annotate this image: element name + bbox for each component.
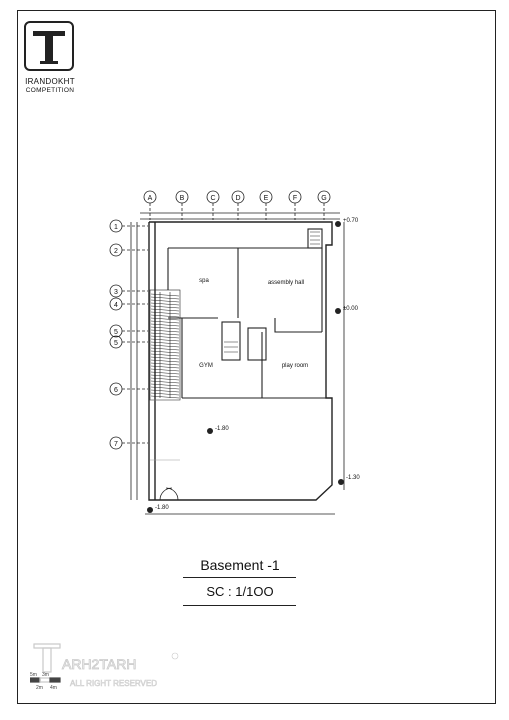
ramp-hatch-line (150, 320, 180, 324)
copyright-icon (171, 652, 179, 660)
ramp-hatch-line (150, 302, 180, 306)
ramp-hatch-line (150, 317, 180, 321)
svg-text:±0.00: ±0.00 (343, 306, 359, 312)
ramp-hatch-line (150, 389, 180, 393)
ramp-hatch-line (150, 359, 180, 363)
grid-label-e: E (264, 195, 269, 202)
drawing-scale: SC : 1/1OO (206, 584, 274, 599)
title-rule (183, 577, 296, 578)
grid-col-f (288, 190, 302, 220)
grid-label-c: C (210, 195, 215, 202)
grid-col-e (259, 190, 273, 220)
drawing-frame (17, 10, 496, 704)
room-label-spa: spa (199, 278, 209, 284)
ramp-hatch-line (150, 383, 180, 387)
room-label-gym: GYM (199, 363, 213, 369)
grid-col-c (206, 190, 220, 220)
ramp-hatch-line (150, 305, 180, 309)
grid-label-row-6: 6 (114, 387, 118, 394)
grid-label-row-1: 1 (114, 224, 118, 231)
grid-label-row-5a: 5 (114, 329, 118, 336)
ramp-hatch-line (150, 326, 180, 330)
grid-label-g: G (321, 195, 326, 202)
brand-subtitle: COMPETITION (25, 87, 75, 94)
grid-label-row-4: 4 (114, 302, 118, 309)
stair-hatch (224, 231, 320, 353)
ramp-hatch-line (150, 395, 180, 399)
ramp-hatch-line (150, 341, 180, 345)
grid-col-b (175, 190, 189, 220)
grid-col-g (317, 190, 331, 220)
scale-label-4m: 4m (50, 685, 57, 691)
ramp-hatch-line (150, 296, 180, 300)
level-marker-3: -1.80 (207, 426, 229, 434)
ramp-hatch-line (150, 335, 180, 339)
watermark: ARH2TARH ALL RIGHT RESERVED 5m 3m 2m 4m (30, 643, 179, 691)
ramp-hatch-line (150, 347, 180, 351)
grid-label-a: A (148, 195, 153, 202)
level-marker-1: +0.70 (335, 218, 359, 227)
ramp-hatch-line (150, 332, 180, 336)
brand-name: IRANDOKHT (25, 77, 75, 86)
ramp-hatch-line (150, 314, 180, 318)
brand-text: IRANDOKHT COMPETITION (20, 77, 80, 95)
door-arc (159, 487, 173, 501)
grid-label-row-7: 7 (114, 441, 118, 448)
ramp-hatch-line (150, 377, 180, 381)
grid-label-row-3: 3 (114, 289, 118, 296)
ramp-hatch-line (150, 329, 180, 333)
watermark-sub: ALL RIGHT RESERVED (70, 679, 157, 688)
room-label-assembly: assembly hall (268, 280, 304, 286)
ramp-hatch-line (150, 350, 180, 354)
ramp-hatch-line (150, 392, 180, 396)
ramp-hatch-line (150, 293, 180, 297)
ramp-hatch-line (150, 371, 180, 375)
grid-col-d (231, 190, 245, 220)
grid-label-b: B (180, 195, 185, 202)
ramp-hatch-line (150, 323, 180, 327)
ramp-lower (150, 399, 180, 461)
drawing-title: Basement -1 (200, 557, 280, 573)
ramp-hatch-line (150, 353, 180, 357)
scale-label-5m: 5m (30, 672, 37, 678)
level-marker-2: ±0.00 (335, 306, 359, 314)
svg-text:+0.70: +0.70 (343, 218, 359, 224)
watermark-text: ARH2TARH (62, 656, 136, 672)
room-label-play: play room (282, 363, 308, 369)
ramp-hatch-line (150, 356, 180, 360)
scale-label-2m: 2m (36, 685, 43, 691)
ramp-hatch-line (150, 374, 180, 378)
building-outline (148, 221, 333, 501)
ramp-hatch-line (150, 380, 180, 384)
grid-columns (143, 190, 331, 220)
scale-rule (183, 605, 296, 606)
ramp-hatch-line (150, 299, 180, 303)
grid-label-row-5b: 5 (114, 340, 118, 347)
ramp-hatch-line (150, 311, 180, 315)
ramp-hatch-line (150, 362, 180, 366)
ramp-hatch-line (150, 368, 180, 372)
svg-text:-1.80: -1.80 (215, 426, 229, 432)
ramp-hatch-line (150, 344, 180, 348)
grid-col-a (143, 190, 157, 220)
brand-logo (24, 21, 74, 71)
ramp-hatch-line (150, 338, 180, 342)
grid-label-d: D (235, 195, 240, 202)
grid-rows (109, 219, 148, 450)
grid-label-row-2: 2 (114, 248, 118, 255)
interior-walls (167, 228, 326, 399)
svg-text:-1.80: -1.80 (155, 505, 169, 511)
grid-label-f: F (293, 195, 297, 202)
ramp-hatch-line (150, 386, 180, 390)
scale-label-3m: 3m (42, 672, 49, 678)
column-logo-icon (33, 31, 65, 64)
ramp-hatch-line (150, 365, 180, 369)
ramp-hatch-line (150, 308, 180, 312)
svg-text:-1.30: -1.30 (346, 475, 360, 481)
level-marker-4: -1.30 (338, 475, 360, 485)
door-arc-2 (165, 487, 179, 501)
level-marker-5: -1.80 (147, 505, 169, 513)
